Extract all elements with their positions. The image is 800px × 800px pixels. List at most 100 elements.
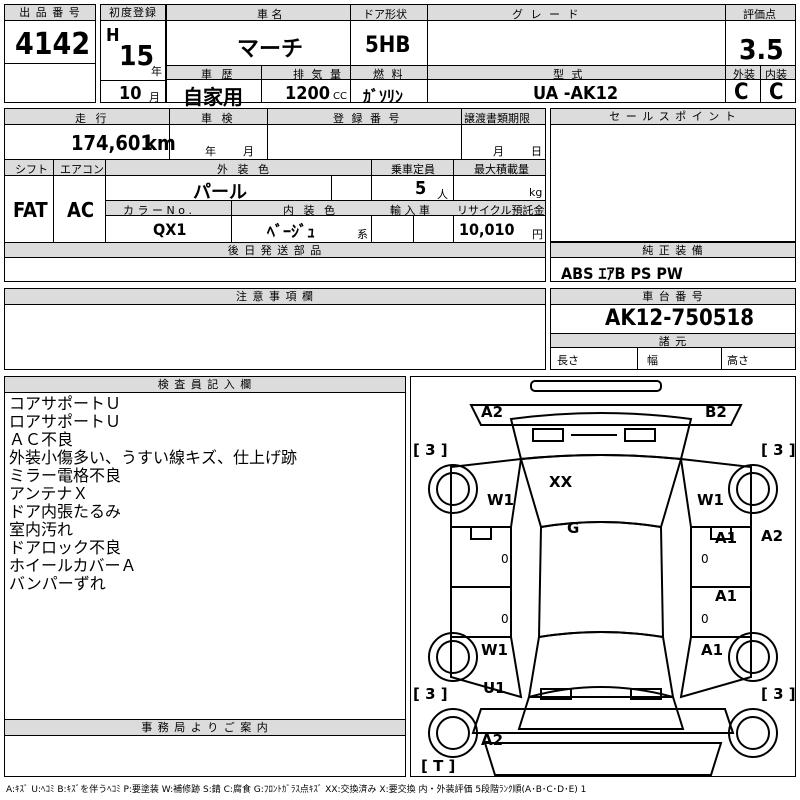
ext-color-header: 外 装 色 [217, 163, 272, 176]
dimensions-header: 諸 元 [551, 333, 795, 348]
mark-trunk: [ T ] [421, 757, 455, 775]
displacement-value: 1200 [285, 83, 331, 104]
inspection-month-unit: 月 [243, 145, 254, 158]
kg-unit: kg [529, 186, 543, 199]
mark-zero-4: 0 [701, 612, 709, 626]
spec-box: 車 名 ドア形状 グ レ ー ド 評価点 マーチ 5HB 3.5 車 歴 排 気… [166, 4, 796, 109]
km-unit: km [145, 131, 176, 155]
fuel-value: ｶﾞｿﾘﾝ [363, 87, 404, 106]
inspector-header: 検 査 員 記 入 欄 [5, 377, 405, 393]
mark-g-windshield: G [567, 519, 579, 537]
year-unit: 年 [151, 65, 162, 78]
inspector-note: コアサポートＵ [9, 394, 122, 413]
int-color-value: ﾍﾞｰｼﾞｭ [267, 222, 316, 241]
import-header: 輸 入 車 [390, 204, 430, 217]
transfer-deadline-header: 譲渡書類期限 [464, 112, 530, 125]
equipment-box: シフト エアコン 外 装 色 乗車定員 最大積載量 FAT AC パール 5 人… [4, 159, 546, 243]
max-load-header: 最大積載量 [474, 163, 529, 176]
door-value: 5HB [365, 33, 411, 58]
mileage-box: 走 行 車 検 登 録 番 号 譲渡書類期限 174,601 km 年 月 月 … [4, 108, 546, 160]
deadline-day-unit: 日 [531, 145, 542, 158]
sales-points-header: セ ー ル ス ポ イ ン ト [551, 109, 795, 125]
mark-tire-rl: [ 3 ] [413, 685, 448, 703]
recycle-header: リサイクル預託金 [457, 204, 545, 217]
genuine-equipment-header: 純 正 装 備 [551, 243, 795, 258]
inspector-note: ロアサポートＵ [9, 412, 122, 431]
history-value: 自家用 [183, 85, 243, 109]
shift-header: シフト [15, 163, 48, 176]
exterior-header: 外装 [733, 68, 755, 81]
displacement-header: 排 気 量 [293, 68, 343, 81]
inspector-note: 外装小傷多い、うすい線キズ、仕上げ跡 [9, 448, 298, 467]
inspection-header: 車 検 [201, 112, 236, 125]
mark-a2-right: A2 [761, 527, 783, 545]
mark-tire-rr: [ 3 ] [761, 685, 795, 703]
first-registration-header: 初度登録 [101, 5, 165, 21]
height-label: 高さ [727, 354, 749, 367]
capacity-header: 乗車定員 [391, 163, 435, 176]
lot-number-header: 出 品 番 号 [5, 5, 95, 21]
capacity-value: 5 [415, 178, 427, 199]
color-no-value: QX1 [153, 220, 187, 239]
mark-zero-1: 0 [501, 552, 509, 566]
yen-unit: 円 [532, 228, 543, 241]
model-header: 型 式 [553, 68, 585, 81]
cautions-header: 注 意 事 項 欄 [5, 289, 545, 305]
interior-score: C [769, 80, 784, 105]
lot-number-value: 4142 [15, 27, 91, 62]
first-registration-box: 初度登録 H 15 年 10 月 [100, 4, 166, 104]
car-diagram-box: A2 B2 [ 3 ] [ 3 ] W1 W1 XX G A1 A2 A1 W1… [410, 376, 796, 777]
later-parts-box: 後 日 発 送 部 品 [4, 242, 546, 282]
equipment-header-row [5, 160, 545, 176]
inspector-note: バンパーずれ [9, 574, 106, 593]
color-no-header: カ ラ ー N o . [123, 204, 192, 217]
cc-unit: CC [333, 91, 347, 102]
deadline-month-unit: 月 [493, 145, 504, 158]
genuine-equipment-value: ABS ｴｱB PS PW [561, 264, 683, 283]
later-parts-header: 後 日 発 送 部 品 [5, 243, 545, 258]
width-label: 幅 [647, 354, 658, 367]
mark-tire-fr: [ 3 ] [761, 441, 795, 459]
aircon-value: AC [67, 198, 95, 222]
length-label: 長さ [557, 354, 579, 367]
mark-xx-roof: XX [549, 473, 573, 491]
ext-color-value: パール [193, 182, 247, 203]
era-value: H [106, 25, 120, 46]
int-color-header: 内 装 色 [283, 204, 338, 217]
mark-zero-2: 0 [701, 552, 709, 566]
inspector-note: ＡＣ不良 [9, 430, 74, 449]
lot-number-box: 出 品 番 号 4142 [4, 4, 96, 103]
inspector-note: ミラー電格不良 [9, 466, 122, 485]
spec-header-row-2 [167, 66, 725, 80]
car-diagram: A2 B2 [ 3 ] [ 3 ] W1 W1 XX G A1 A2 A1 W1… [413, 380, 795, 776]
inspector-note: ホイールカバーＡ [9, 556, 137, 575]
exterior-score: C [734, 80, 749, 105]
spec-header-row [167, 5, 795, 21]
genuine-equipment-box: 純 正 装 備 ABS ｴｱB PS PW [550, 242, 796, 283]
sales-points-box: セ ー ル ス ポ イ ン ト [550, 108, 796, 242]
chassis-value: AK12-750518 [605, 306, 755, 331]
year-value: 15 [119, 39, 155, 72]
mark-a1-rf-door: A1 [715, 529, 737, 547]
month-value: 10 [119, 83, 142, 104]
equipment-header-row-2 [106, 201, 545, 216]
mark-a1-rr: A1 [701, 641, 723, 659]
legend: A:ｷｽﾞ U:ﾍｺﾐ B:ｷｽﾞを伴うﾍｺﾐ P:要塗装 W:補修跡 S:錆 … [6, 785, 587, 795]
door-header: ドア形状 [363, 8, 407, 21]
grade-header: グ レ ー ド [512, 8, 581, 21]
interior-header: 内装 [765, 68, 787, 81]
mark-w1-rl: W1 [481, 641, 508, 659]
mark-w1-fr: W1 [697, 491, 724, 509]
month-unit: 月 [149, 91, 160, 104]
inspector-note: ドアロック不良 [9, 538, 122, 557]
aircon-header: エアコン [60, 163, 104, 176]
score-header: 評価点 [743, 8, 776, 21]
mark-tire-fl: [ 3 ] [413, 441, 448, 459]
mark-a2-front-left: A2 [481, 403, 503, 421]
office-box: 事 務 局 よ り ご 案 内 [4, 719, 406, 777]
score-value: 3.5 [739, 33, 784, 66]
mark-u1-rear: U1 [483, 679, 506, 697]
mileage-header-row [5, 109, 545, 125]
persons-unit: 人 [437, 188, 448, 201]
